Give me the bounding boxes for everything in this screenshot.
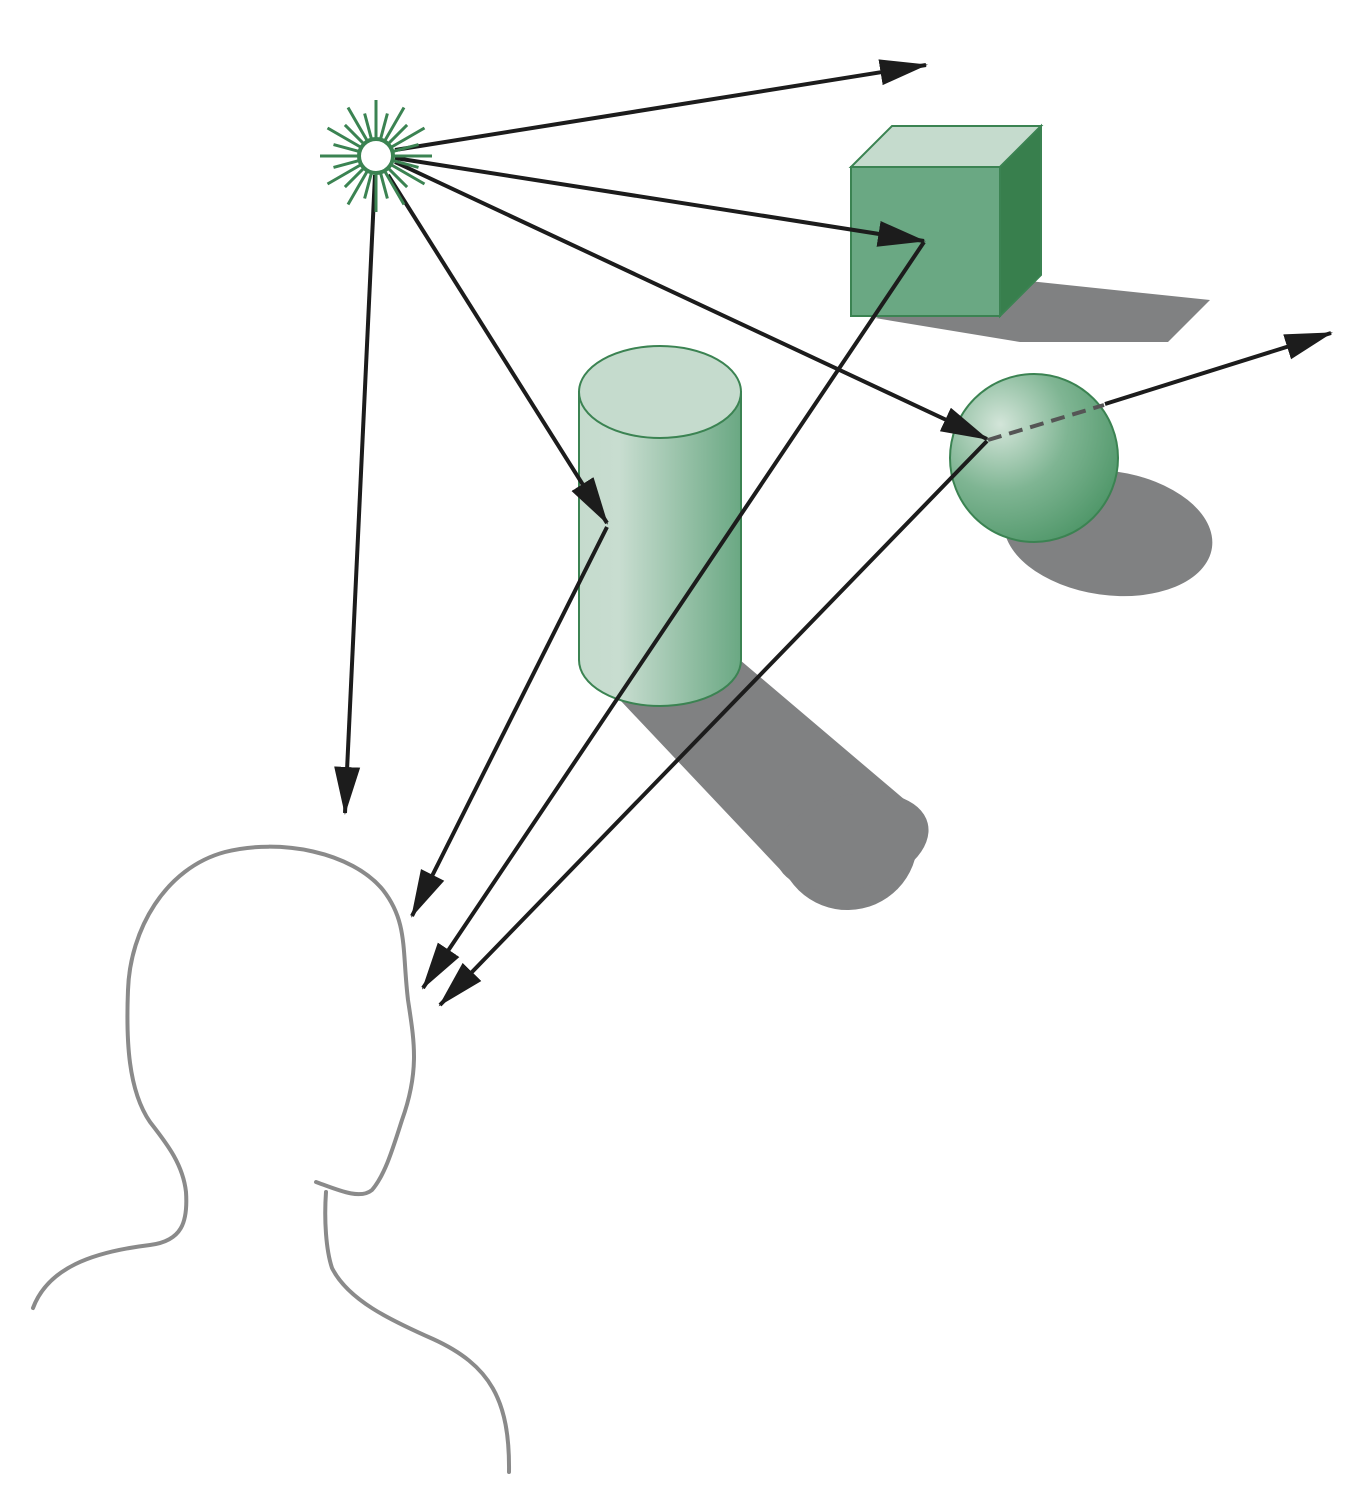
starburst-spike	[333, 143, 360, 153]
starburst-spike	[387, 167, 409, 189]
starburst-spike	[379, 172, 389, 199]
ray-cylinder-to-viewer	[410, 526, 609, 918]
starburst-spike	[387, 123, 409, 145]
starburst-spike	[333, 159, 360, 169]
starburst-icon	[320, 100, 432, 212]
starburst-spike	[379, 113, 389, 140]
ray-sphere-refracted-out	[1104, 331, 1333, 406]
person-head-silhouette	[31, 844, 512, 1474]
starburst-spike	[343, 167, 365, 189]
cube-front-face	[850, 166, 1001, 317]
cube	[848, 123, 1044, 319]
rays	[334, 59, 1333, 1007]
ray-light-to-sphere	[394, 160, 989, 441]
starburst-spike	[363, 172, 373, 199]
starburst-spike	[346, 106, 369, 142]
starburst-spike	[383, 170, 406, 206]
cylinder-body	[578, 391, 742, 707]
ray-inside-sphere-dashed	[987, 403, 1105, 442]
starburst-spike	[326, 126, 362, 149]
cylinder	[578, 345, 742, 707]
starburst-core	[357, 137, 395, 175]
sphere	[949, 373, 1119, 543]
cylinder-top	[578, 345, 742, 439]
ray-light-to-cube	[394, 156, 926, 247]
ray-sphere-to-viewer	[438, 439, 989, 1007]
starburst-spike	[383, 106, 406, 142]
cylinder-shadow-tip	[775, 792, 929, 892]
starburst-spike	[392, 159, 419, 169]
ray-light-to-viewer	[334, 174, 377, 815]
starburst-spike	[390, 163, 426, 186]
ray-light-to-sky	[394, 59, 928, 152]
starburst-spike	[343, 123, 365, 145]
starburst-spike	[346, 170, 369, 206]
starburst-spike	[326, 163, 362, 186]
starburst-spike	[392, 143, 419, 153]
ray-light-to-cylinder	[386, 173, 609, 525]
starburst-spike	[363, 113, 373, 140]
starburst-spike	[390, 126, 426, 149]
ray-cube-to-viewer	[421, 240, 926, 990]
